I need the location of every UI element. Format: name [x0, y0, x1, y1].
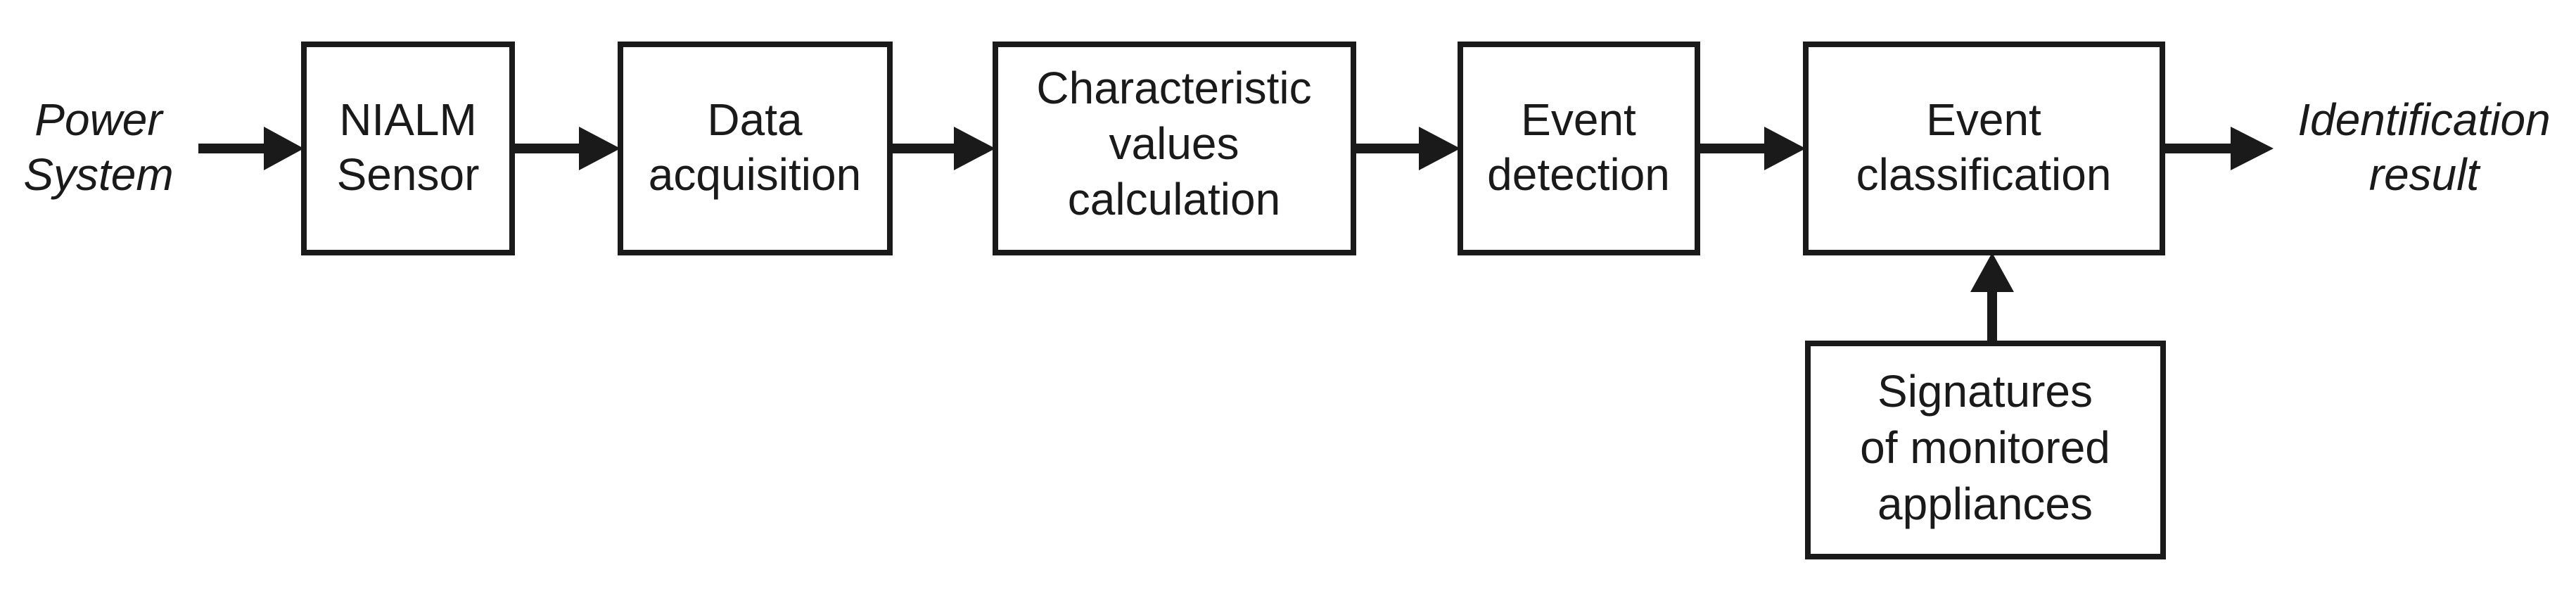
output-label-line1: Identification	[2297, 94, 2550, 145]
block-event-detection-line2: detection	[1487, 149, 1670, 200]
block-signatures-line3: appliances	[1877, 479, 2093, 529]
block-signatures-line2: of monitored	[1860, 422, 2110, 473]
block-event-detection-line1: Event	[1521, 94, 1636, 145]
block-nialm-sensor-box	[301, 42, 515, 255]
arrow-acquisition-to-characteristic	[890, 127, 995, 170]
block-event-classification-line2: classification	[1856, 149, 2112, 200]
arrow-classification-to-output	[2162, 127, 2274, 170]
input-label-line2: System	[23, 149, 173, 200]
block-signatures-line1: Signatures	[1877, 366, 2093, 417]
block-event-classification-line1: Event	[1926, 94, 2041, 145]
arrow-sensor-to-acquisition	[512, 127, 620, 170]
block-characteristic-values-line2: values	[1109, 118, 1239, 169]
block-signatures-box	[1805, 341, 2166, 559]
arrow-characteristic-to-detection	[1353, 127, 1460, 170]
output-label: Identification result	[2297, 94, 2550, 200]
block-characteristic-values-line3: calculation	[1068, 174, 1280, 224]
block-event-detection-box	[1458, 42, 1700, 255]
input-label: Power System	[23, 94, 173, 200]
block-characteristic-values-line1: Characteristic	[1036, 63, 1311, 113]
block-event-classification: Event classification	[1803, 42, 2165, 255]
block-event-classification-box	[1803, 42, 2165, 255]
arrow-signatures-to-classification	[1970, 253, 2014, 343]
block-nialm-sensor-line1: NIALM	[339, 94, 477, 145]
arrow-detection-to-classification	[1697, 127, 1806, 170]
block-data-acquisition-line2: acquisition	[649, 149, 861, 200]
block-characteristic-values-box	[993, 42, 1356, 255]
block-signatures: Signatures of monitored appliances	[1805, 341, 2166, 559]
block-nialm-sensor: NIALM Sensor	[301, 42, 515, 255]
input-label-line1: Power	[34, 94, 164, 145]
block-data-acquisition-box	[618, 42, 893, 255]
block-data-acquisition: Data acquisition	[618, 42, 893, 255]
arrow-input-to-sensor	[198, 127, 304, 170]
block-data-acquisition-line1: Data	[707, 94, 803, 145]
block-characteristic-values: Characteristic values calculation	[993, 42, 1356, 255]
block-nialm-sensor-line2: Sensor	[337, 149, 480, 200]
block-event-detection: Event detection	[1458, 42, 1700, 255]
output-label-line2: result	[2369, 149, 2481, 200]
